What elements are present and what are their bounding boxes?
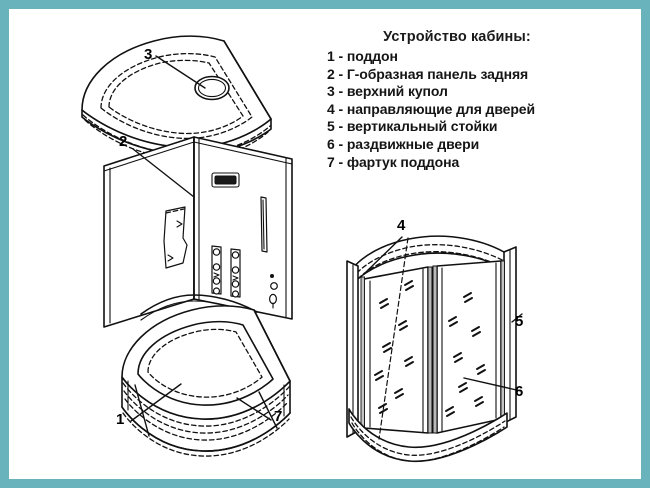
legend-item-6-separator: - bbox=[338, 135, 344, 152]
assembly-door-unit bbox=[346, 235, 517, 462]
glass-pattern-left bbox=[374, 280, 414, 414]
legend-item-1-label: поддон bbox=[346, 48, 398, 64]
part-top-dome bbox=[81, 35, 272, 161]
legend-item-3-label: верхний купол bbox=[346, 83, 448, 100]
legend-item-3-separator: - bbox=[338, 83, 344, 100]
legend-item-7-number: 7 bbox=[327, 153, 335, 170]
legend-item-1-number: 1 bbox=[327, 48, 335, 64]
callout-number-dome: 3 bbox=[144, 46, 153, 63]
legend-item-6: 6 - раздвижные двери bbox=[327, 136, 587, 154]
legend-item-4-label: направляющие для дверей bbox=[346, 100, 535, 117]
legend-block: Устройство кабины: 1 - поддон 2 - Г-обра… bbox=[327, 29, 587, 171]
legend-item-3: 3 - верхний купол bbox=[327, 83, 587, 101]
panel-shelf-insert bbox=[163, 206, 188, 269]
nozzle-dots bbox=[269, 274, 278, 309]
callout-number-posts: 5 bbox=[515, 313, 524, 330]
legend-item-4: 4 - направляющие для дверей bbox=[327, 101, 587, 119]
part-back-panel bbox=[103, 136, 293, 328]
legend-item-6-number: 6 bbox=[327, 135, 335, 152]
legend-item-5: 5 - вертикальный стойки bbox=[327, 118, 587, 136]
legend-item-5-number: 5 bbox=[327, 118, 335, 135]
callout-leader-1 bbox=[130, 383, 182, 437]
legend-item-2: 2 - Г-образная панель задняя bbox=[327, 66, 587, 84]
callout-leader-4 bbox=[366, 236, 409, 440]
callout-leader-3 bbox=[155, 55, 206, 89]
callout-leader-6 bbox=[463, 377, 522, 392]
callout-number-rails: 4 bbox=[397, 217, 406, 234]
legend-item-3-number: 3 bbox=[327, 83, 335, 100]
legend-item-2-separator: - bbox=[338, 65, 344, 82]
legend-item-7-label: фартук поддона bbox=[346, 153, 460, 170]
diagram-canvas: .ln { fill:none; stroke:#111; stroke-wid… bbox=[9, 9, 641, 479]
callout-number-back-panel: 2 bbox=[119, 133, 128, 150]
bottom-guide-rail bbox=[348, 408, 508, 462]
callout-leader-2 bbox=[132, 148, 195, 198]
legend-item-1: 1 - поддон bbox=[327, 48, 587, 66]
legend-title: Устройство кабины: bbox=[383, 29, 531, 45]
shower-rail-fixture bbox=[260, 196, 268, 253]
legend-item-4-separator: - bbox=[338, 100, 344, 117]
control-panel-rect bbox=[214, 175, 237, 185]
legend-item-5-separator: - bbox=[338, 118, 344, 135]
technical-drawing: .ln { fill:none; stroke:#111; stroke-wid… bbox=[81, 35, 523, 462]
part-tray-and-apron bbox=[121, 305, 291, 457]
callout-number-tray: 1 bbox=[116, 411, 125, 428]
legend-item-7-separator: - bbox=[338, 153, 344, 170]
glass-pattern-right bbox=[445, 292, 486, 417]
callout-leader-5 bbox=[511, 313, 523, 323]
legend-item-5-label: вертикальный стойки bbox=[346, 118, 498, 135]
legend-item-2-label: Г-образная панель задняя bbox=[346, 65, 529, 82]
panel-vertical-fixtures bbox=[211, 245, 241, 298]
sliding-doors bbox=[360, 260, 505, 434]
callout-number-doors: 6 bbox=[515, 383, 524, 400]
legend-item-4-number: 4 bbox=[327, 100, 335, 117]
legend-item-2-number: 2 bbox=[327, 65, 335, 82]
legend-item-7: 7 - фартук поддона bbox=[327, 154, 587, 172]
legend-item-1-separator: - bbox=[338, 48, 344, 64]
callout-leader-7 bbox=[236, 391, 278, 429]
callout-number-apron: 7 bbox=[274, 408, 283, 425]
legend-item-6-label: раздвижные двери bbox=[346, 135, 480, 152]
